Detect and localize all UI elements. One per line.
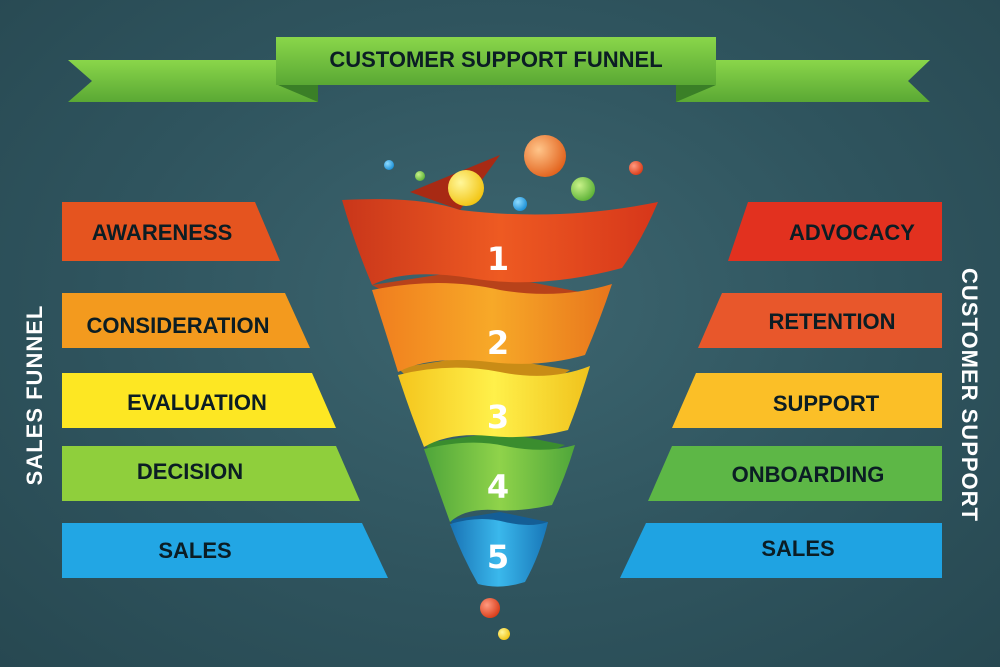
funnel-level-3-number: 3	[487, 398, 509, 436]
support-stage-retention-band	[698, 293, 942, 348]
support-stage-sales-label: SALES	[761, 536, 834, 561]
page-title: CUSTOMER SUPPORT FUNNEL	[329, 47, 662, 72]
sales-stage-decision-label: DECISION	[137, 459, 243, 484]
sales-stage-decision-band	[62, 446, 360, 501]
sales-stage-sales-label: SALES	[158, 538, 231, 563]
sales-funnel-side-label: SALES FUNNEL	[22, 305, 47, 486]
ball-yellow-large	[448, 170, 484, 206]
funnel-graphic: 1 2 3 4 5	[342, 155, 658, 587]
funnel-level-4-number: 4	[487, 468, 509, 506]
support-stage-advocacy-label: ADVOCACY	[789, 220, 915, 245]
sales-stage-consideration-label: CONSIDERATION	[87, 313, 270, 338]
funnel-band-4	[424, 442, 575, 522]
funnel-band-2	[372, 283, 612, 372]
ball-green-small	[415, 171, 425, 181]
customer-support-side-label: CUSTOMER SUPPORT	[957, 268, 982, 522]
ball-red-bottom	[480, 598, 500, 618]
support-stage-sales-band	[620, 523, 942, 578]
ball-yellow-bottom	[498, 628, 510, 640]
support-stage-support-band	[672, 373, 942, 428]
sales-stage-awareness-band	[62, 202, 280, 261]
ribbon-right-fold	[676, 85, 716, 102]
ball-green	[571, 177, 595, 201]
sales-stage-awareness-label: AWARENESS	[92, 220, 233, 245]
ball-blue	[513, 197, 527, 211]
sales-stage-consideration-band	[62, 293, 310, 348]
funnel-level-1-number: 1	[487, 240, 509, 278]
funnel-band-3	[398, 366, 590, 447]
funnel-level-2-number: 2	[487, 324, 509, 362]
sales-stage-evaluation-label: EVALUATION	[127, 390, 267, 415]
ribbon-right-tail	[676, 60, 930, 102]
funnel-level-5-number: 5	[487, 538, 509, 576]
support-stage-onboarding-band	[648, 446, 942, 501]
ball-blue-small	[384, 160, 394, 170]
sales-stage-evaluation-band	[62, 373, 336, 428]
sales-stage-sales-band	[62, 523, 388, 578]
ribbon-banner	[276, 37, 716, 85]
decorative-balls	[384, 135, 643, 640]
ball-orange-large	[524, 135, 566, 177]
sales-funnel-list: AWARENESS CONSIDERATION EVALUATION DECIS…	[62, 202, 388, 578]
support-stage-advocacy-band	[728, 202, 942, 261]
ribbon-left-tail	[68, 60, 318, 102]
support-stage-retention-label: RETENTION	[768, 309, 895, 334]
ribbon-left-fold	[278, 85, 318, 102]
title-ribbon: CUSTOMER SUPPORT FUNNEL	[68, 37, 930, 102]
support-stage-support-label: SUPPORT	[773, 391, 880, 416]
funnel-band-5	[450, 518, 548, 587]
ball-red-small	[629, 161, 643, 175]
customer-support-list: ADVOCACY RETENTION SUPPORT ONBOARDING SA…	[620, 202, 942, 578]
support-stage-onboarding-label: ONBOARDING	[732, 462, 885, 487]
funnel-band-1	[342, 199, 658, 285]
